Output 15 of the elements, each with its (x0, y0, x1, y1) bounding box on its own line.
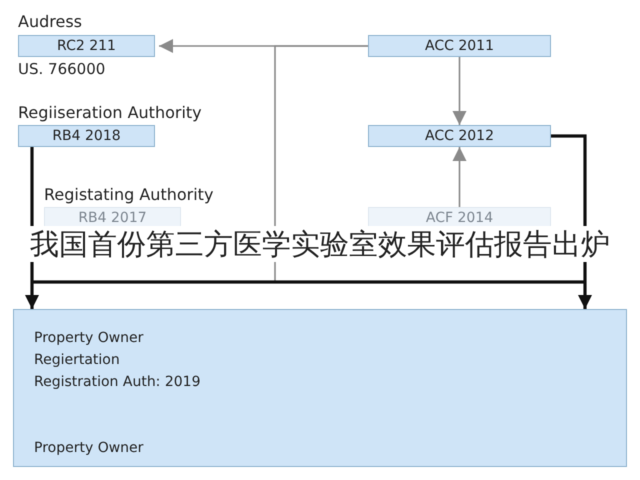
process-box: RB4 2018 (18, 125, 155, 147)
connector-line (32, 280, 585, 284)
heading-text: Audress (18, 12, 82, 31)
heading-text: Registating Authority (44, 185, 214, 204)
body-text: Property Owner (34, 440, 144, 456)
body-text: Property Owner (34, 330, 144, 346)
process-box: ACC 2011 (368, 35, 551, 57)
note-text: US. 766000 (18, 60, 106, 78)
body-text: Registration Auth: 2019 (34, 374, 200, 390)
process-box: RC2 211 (18, 35, 155, 57)
body-text: Regiertation (34, 352, 120, 368)
arrow (452, 147, 466, 207)
heading-text: Regiiseration Authority (18, 103, 202, 122)
process-box: ACC 2012 (368, 125, 551, 147)
arrow (452, 57, 466, 125)
